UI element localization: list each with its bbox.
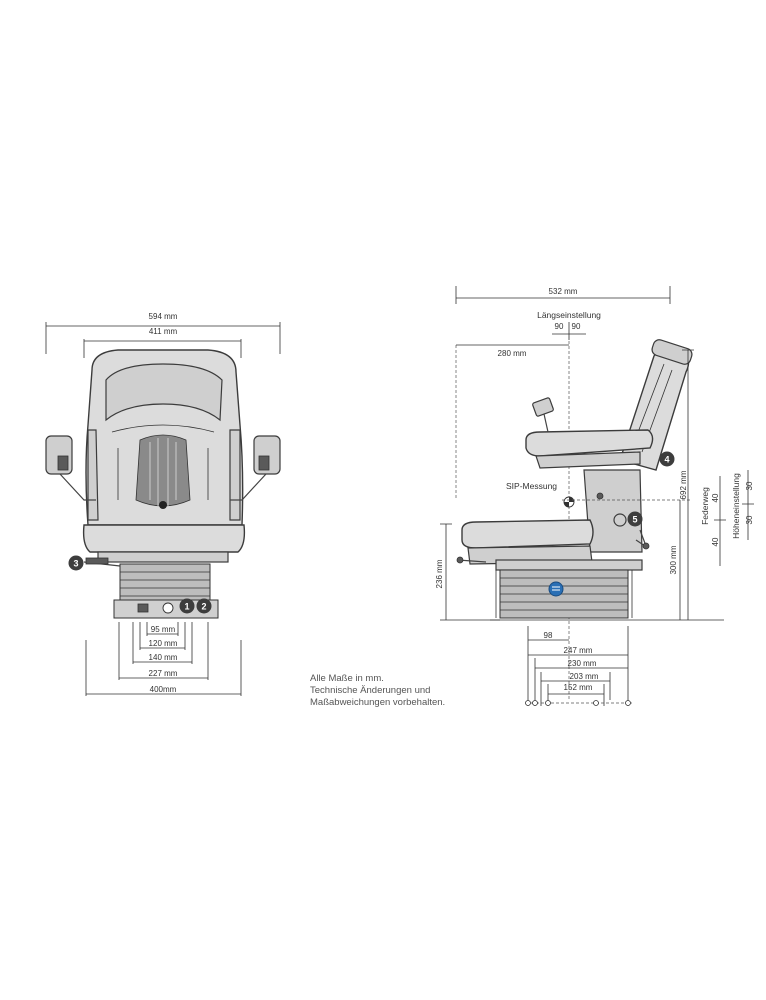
footnote-line-1: Alle Maße in mm.: [310, 673, 384, 684]
hoehen-b: 30: [745, 515, 754, 524]
hoehen-label: Höheneinstellung: [731, 473, 741, 539]
badge-3: 3: [68, 555, 84, 571]
badge-5: 5: [627, 511, 643, 527]
dim-692: 692 mm: [679, 470, 688, 499]
laengs-a: 90: [555, 322, 564, 331]
dim-280: 280 mm: [498, 349, 527, 358]
sip-label: SIP-Messung: [506, 481, 557, 491]
dim-140: 140 mm: [149, 653, 178, 662]
seat-side-drawing: [456, 339, 724, 621]
dim-overall-width: 594 mm: [149, 312, 178, 321]
svg-text:4: 4: [664, 455, 669, 465]
svg-text:1: 1: [184, 602, 189, 612]
front-view: 594 mm 411 mm: [45, 312, 281, 696]
svg-text:2: 2: [201, 602, 206, 612]
svg-text:5: 5: [632, 515, 637, 525]
dim-98: 98: [544, 631, 553, 640]
dim-95: 95 mm: [151, 625, 176, 634]
federweg-a: 40: [711, 493, 720, 502]
dim-236: 236 mm: [435, 559, 444, 588]
badge-4: 4: [659, 451, 675, 467]
dim-depth: 532 mm: [549, 287, 578, 296]
logo-icon: [159, 501, 167, 509]
hoehen-a: 30: [745, 481, 754, 490]
side-view: 532 mm Längseinstellung 90 90 280 mm: [435, 286, 754, 706]
dim-227: 227 mm: [149, 669, 178, 678]
footnote: Alle Maße in mm. Technische Änderungen u…: [310, 673, 445, 709]
dim-backrest-width: 411 mm: [149, 327, 178, 336]
dim-300: 300 mm: [669, 545, 678, 574]
crank-handle-icon: [642, 542, 650, 550]
laengs-label: Längseinstellung: [537, 310, 601, 320]
dim-247: 247 mm: [564, 646, 593, 655]
svg-text:3: 3: [73, 559, 78, 569]
dim-120: 120 mm: [149, 639, 178, 648]
regulator-icon: [548, 581, 564, 597]
badge-2: 2: [196, 598, 212, 614]
laengs-b: 90: [572, 322, 581, 331]
footnote-line-2: Technische Änderungen und: [310, 685, 431, 696]
footnote-line-3: Maßabweichungen vorbehalten.: [310, 697, 446, 708]
mounting-holes: [525, 700, 631, 706]
federweg-b: 40: [711, 537, 720, 546]
seat-front-drawing: [45, 349, 281, 619]
badge-1: 1: [179, 598, 195, 614]
dim-230: 230 mm: [568, 659, 597, 668]
sip-marker-icon: [563, 496, 575, 508]
federweg-label: Federweg: [700, 487, 710, 525]
dim-203: 203 mm: [570, 672, 599, 681]
dim-400: 400mm: [150, 685, 177, 694]
dim-152: 152 mm: [564, 683, 593, 692]
